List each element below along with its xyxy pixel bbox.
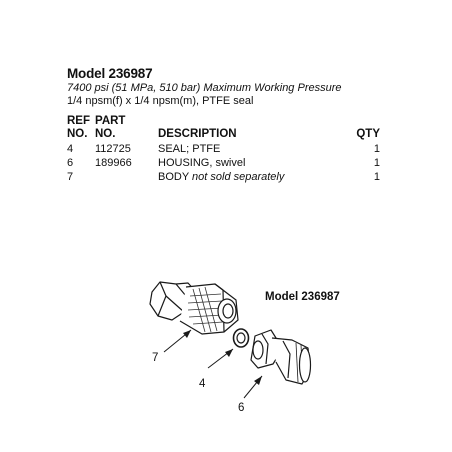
table-row-ref: 6 bbox=[67, 157, 74, 169]
table-row-qty: 1 bbox=[373, 143, 380, 155]
table-row-qty: 1 bbox=[373, 171, 380, 183]
part-header-top: PART bbox=[95, 115, 126, 127]
ref-header: NO. bbox=[67, 128, 88, 140]
table-row-part: 189966 bbox=[95, 157, 132, 169]
callout-4: 4 bbox=[199, 378, 206, 390]
callout-7: 7 bbox=[152, 352, 159, 364]
body-note: not sold separately bbox=[192, 171, 285, 183]
table-row-description: SEAL; PTFE bbox=[158, 143, 221, 155]
housing-part bbox=[250, 329, 312, 385]
thread-spec: 1/4 npsm(f) x 1/4 npsm(m), PTFE seal bbox=[67, 95, 254, 107]
table-row-part: 112725 bbox=[95, 143, 131, 155]
ref-header-top: REF bbox=[67, 115, 90, 127]
description-header: DESCRIPTION bbox=[158, 128, 237, 140]
callout-6: 6 bbox=[238, 402, 245, 414]
seal-part bbox=[232, 328, 250, 348]
qty-header: QTY bbox=[356, 128, 380, 140]
body-description: BODY bbox=[158, 171, 193, 183]
table-row-description: HOUSING, swivel bbox=[158, 157, 246, 169]
part-header: NO. bbox=[95, 128, 116, 140]
body-part bbox=[149, 281, 239, 335]
pressure-rating: 7400 psi (51 MPa, 510 bar) Maximum Worki… bbox=[67, 82, 342, 94]
model-title: Model 236987 bbox=[67, 66, 153, 81]
table-row-description: BODY not sold separately bbox=[158, 171, 284, 183]
diagram-model-label: Model 236987 bbox=[265, 291, 340, 303]
table-row-ref: 4 bbox=[67, 143, 74, 155]
table-row-qty: 1 bbox=[373, 157, 380, 169]
table-row-ref: 7 bbox=[67, 171, 74, 183]
